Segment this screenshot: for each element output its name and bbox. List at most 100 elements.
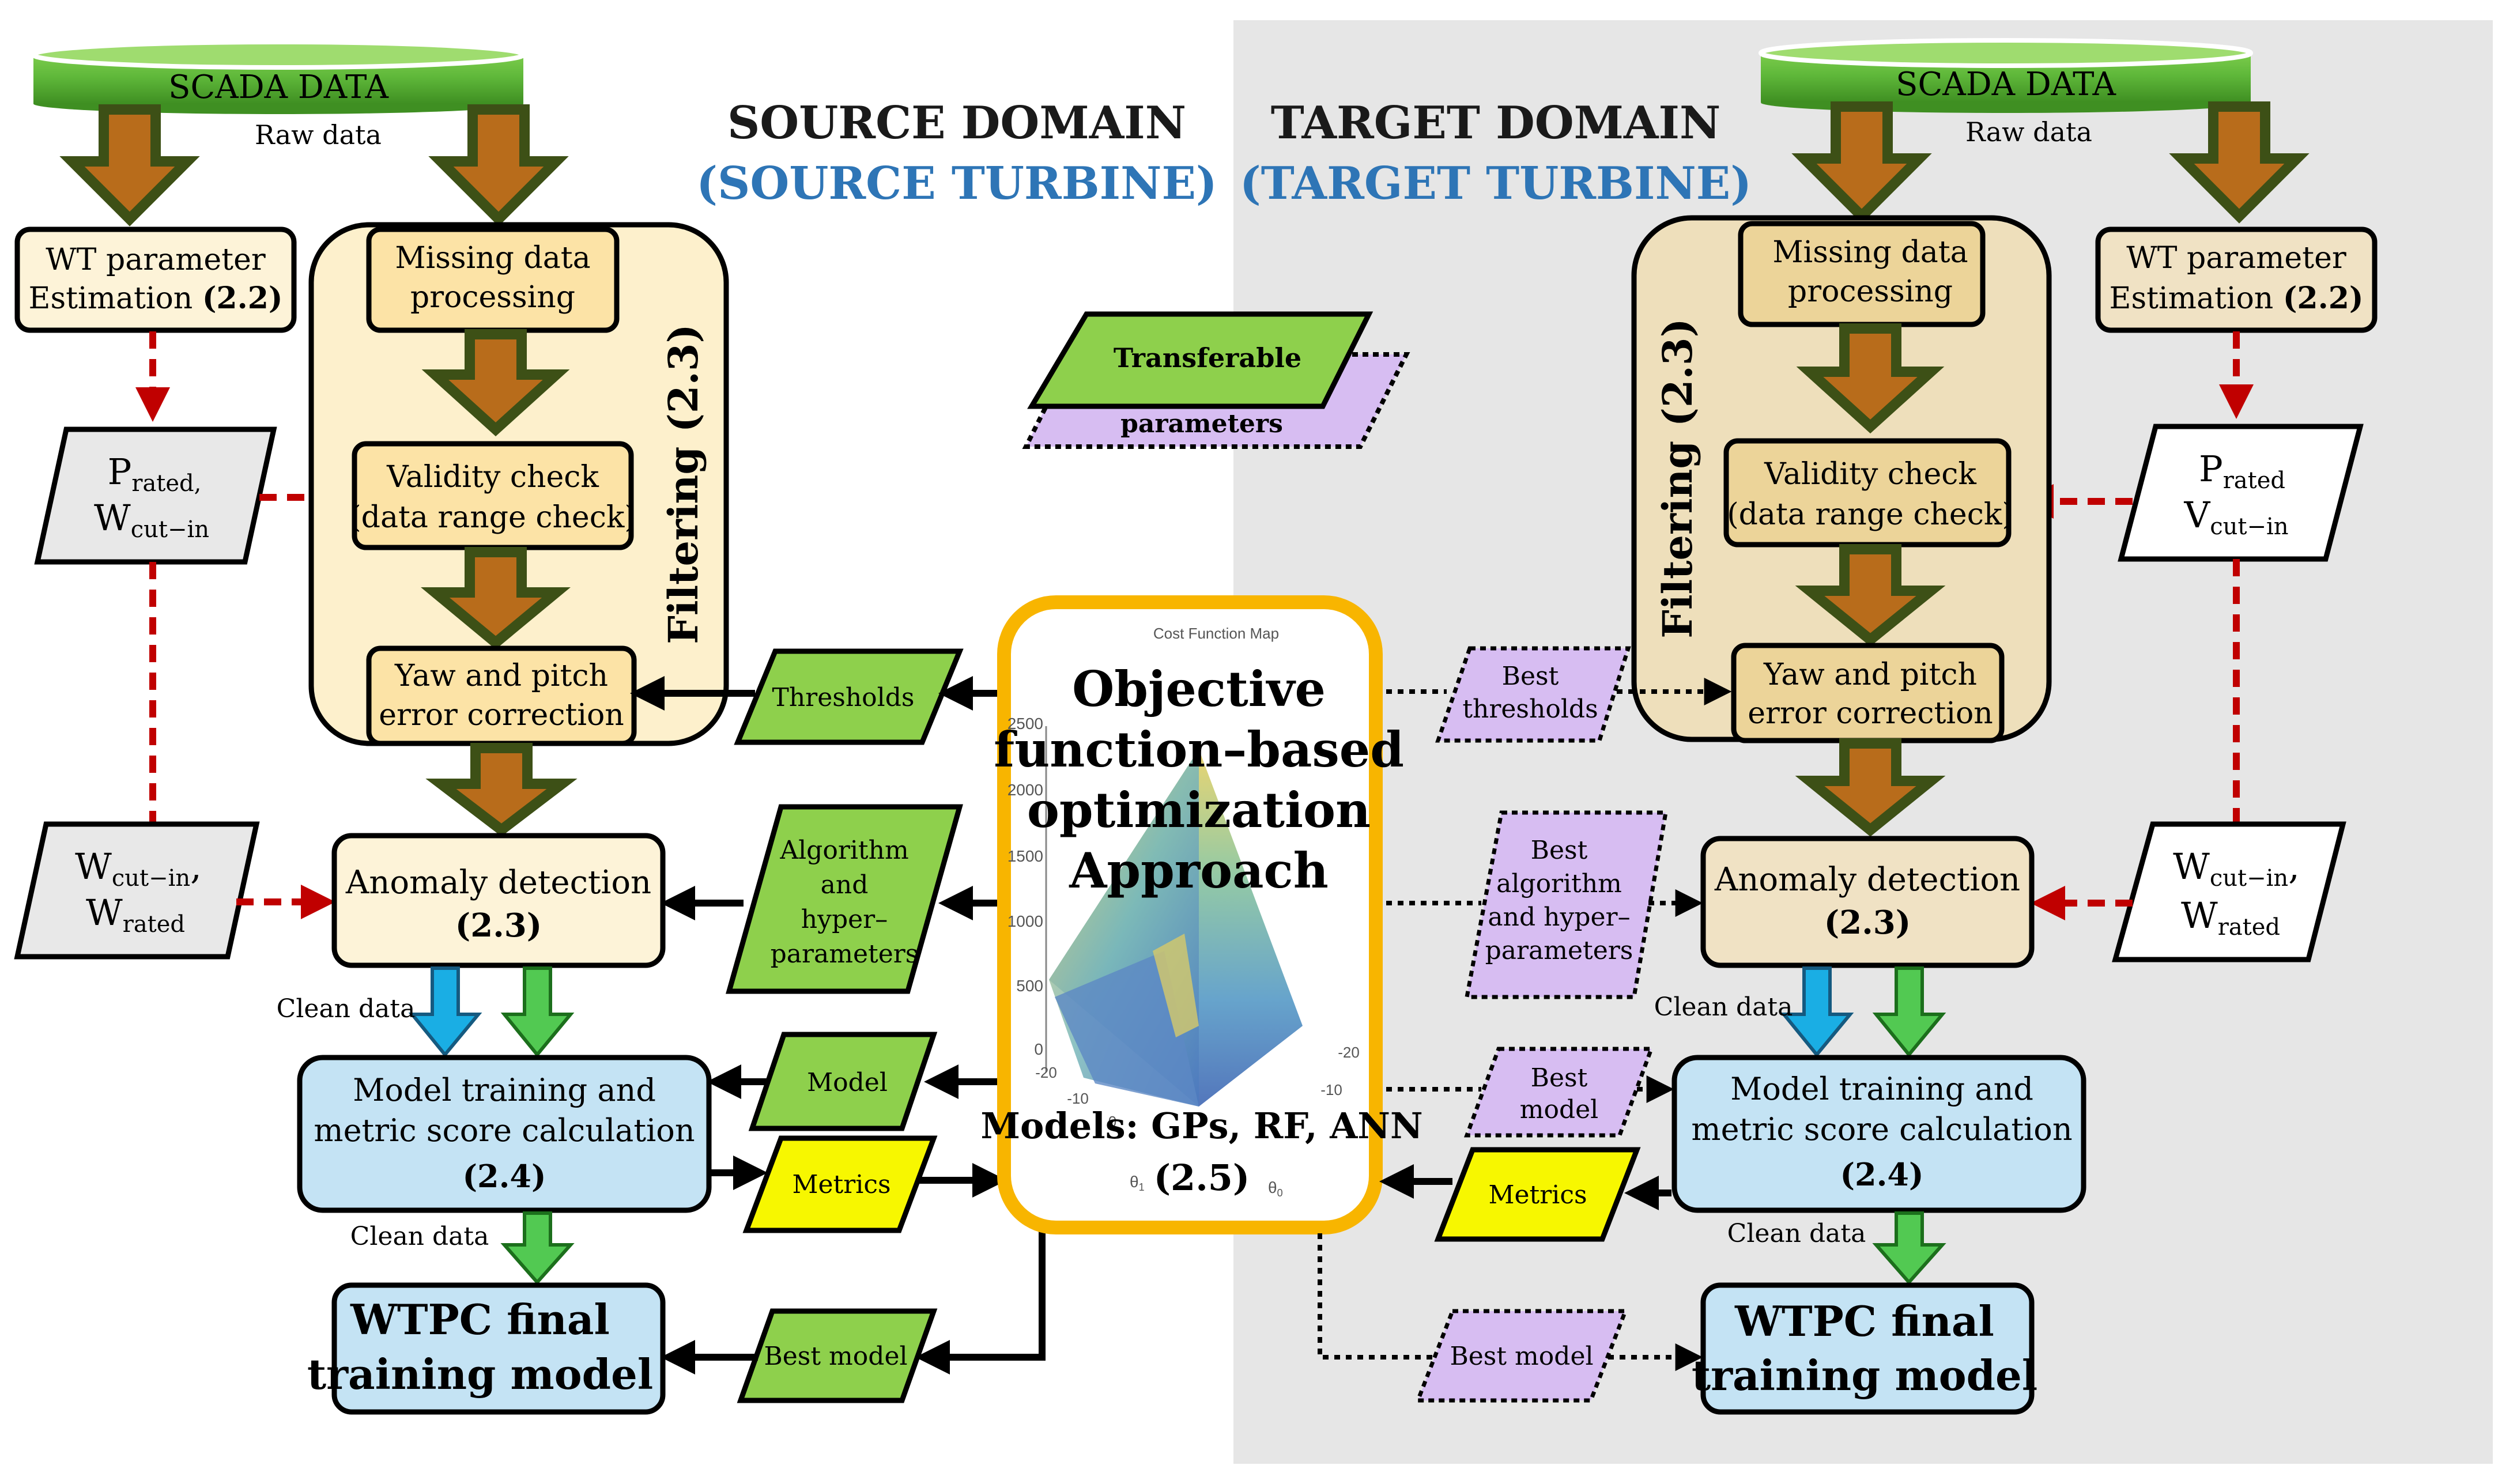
source-algorithm-line2: and xyxy=(821,870,869,900)
target-w2-cutin-label: Wcut−in, xyxy=(2173,845,2300,892)
source-metrics-parallelogram xyxy=(742,1135,938,1233)
models-ref: (2.5) xyxy=(1154,1157,1250,1199)
source-filter-to-anomaly-arrow xyxy=(425,743,578,837)
target-scada-label: SCADA DATA xyxy=(1896,66,2116,103)
source-wtpc-line1: WTPC final xyxy=(350,1295,610,1344)
target-anomaly-line1: Anomaly detection xyxy=(1714,861,2020,898)
source-wt-parameter-line1: WT parameter xyxy=(46,243,266,277)
source-algorithm-parallelogram xyxy=(726,804,963,994)
target-clean-data-1: Clean data xyxy=(1654,992,1793,1022)
source-missing-data-line1: Missing data xyxy=(395,241,590,275)
source-best-model-parallelogram xyxy=(737,1308,938,1403)
target-best-algorithm-line2: algorithm xyxy=(1496,869,1622,898)
source-scada-label: SCADA DATA xyxy=(168,69,388,106)
source-blue-arrow xyxy=(408,966,482,1058)
source-model-training-box xyxy=(297,1055,712,1213)
axis-theta0: θ0 xyxy=(1268,1179,1283,1199)
x-tick-right-2: -10 xyxy=(1320,1081,1342,1098)
x-tick-left-3: 0 xyxy=(1108,1113,1116,1130)
transferable-label: Transferable xyxy=(1114,342,1301,373)
objective-line4: Approach xyxy=(1069,842,1329,899)
z-tick-1500: 1500 xyxy=(1007,847,1043,865)
target-validity-line1: Validity check xyxy=(1764,457,1976,492)
source-anomaly-line1: Anomaly detection xyxy=(345,864,651,901)
target-w2-rated-label: Wrated xyxy=(2181,894,2280,941)
target-model-training-box xyxy=(1671,1055,2086,1213)
target-filtering-label: Filtering (2.3) xyxy=(1654,318,1701,638)
source-anomaly-line2: (2.3) xyxy=(455,907,542,945)
source-clean-data-1: Clean data xyxy=(277,994,416,1024)
z-tick-0: 0 xyxy=(1034,1040,1043,1058)
source-yaw-line2: error correction xyxy=(379,698,624,732)
target-prated-label: Prated xyxy=(2199,448,2285,494)
target-best-model-small-line1: Best xyxy=(1531,1063,1588,1093)
source-wt-parameter-box xyxy=(14,226,297,333)
target-best-model-small-line2: model xyxy=(1520,1095,1599,1124)
source-wcutin-label: Wcut−in xyxy=(94,497,209,543)
target-anomaly-line2: (2.3) xyxy=(1824,904,1911,942)
z-tick-2500: 2500 xyxy=(1007,715,1043,732)
target-green-arrow xyxy=(1872,966,1946,1058)
plot-title: Cost Function Map xyxy=(1153,625,1279,642)
target-missing-data-line1: Missing data xyxy=(1772,235,1968,270)
target-missing-data-line2: processing xyxy=(1788,274,1953,309)
target-best-thresholds-parallelogram xyxy=(1435,646,1631,743)
source-algorithm-line3: hyper– xyxy=(801,905,888,934)
source-validity-line1: Validity check xyxy=(386,460,599,494)
source-scada-arrow-left xyxy=(59,104,200,226)
objective-line1: Objective xyxy=(1072,660,1326,718)
target-turbine-heading: (TARGET TURBINE) xyxy=(1240,157,1752,210)
z-tick-2000: 2000 xyxy=(1007,781,1043,799)
source-green-arrow-2 xyxy=(500,1211,575,1285)
target-wtpc-box xyxy=(1700,1282,2035,1415)
source-prated-label: Prated, xyxy=(108,451,202,497)
target-best-thresholds-line1: Best xyxy=(1502,662,1559,691)
target-wtpc-line1: WTPC final xyxy=(1734,1297,1994,1346)
target-scada-arrow-left xyxy=(1791,101,1932,224)
source-model-training-line1: Model training and xyxy=(353,1072,656,1108)
target-dotted-best-model-connector xyxy=(1318,1233,1435,1360)
source-w2-cutin-label: Wcut−in, xyxy=(75,845,202,892)
target-best-thresholds-line2: thresholds xyxy=(1462,694,1598,724)
source-filter-arrow-2 xyxy=(421,547,571,650)
source-model-parallelogram xyxy=(748,1032,938,1131)
surface-ridge xyxy=(1153,934,1199,1037)
source-filtering-label: Filtering (2.3) xyxy=(659,324,707,644)
source-domain-heading: SOURCE DOMAIN xyxy=(727,97,1186,149)
target-vcutin-label: Vcut−in xyxy=(2183,494,2288,540)
objective-line3: optimization xyxy=(1027,781,1371,839)
target-clean-data-2: Clean data xyxy=(1727,1219,1866,1248)
target-wt-parameter-line1: WT parameter xyxy=(2126,241,2346,275)
source-algorithm-line4: parameters xyxy=(771,939,919,969)
x-tick-left-1: -20 xyxy=(1035,1064,1057,1081)
target-best-model-label: Best model xyxy=(1450,1342,1593,1371)
target-wtpc-line2: training model xyxy=(1692,1351,2037,1400)
parameters-label: parameters xyxy=(1120,409,1283,439)
source-model-label: Model xyxy=(807,1068,888,1097)
source-prated-parallelogram xyxy=(34,426,277,565)
objective-line2: function–based xyxy=(994,721,1404,778)
transferable-params-green xyxy=(1027,311,1373,409)
z-tick-500: 500 xyxy=(1016,977,1043,995)
z-tick-1000: 1000 xyxy=(1007,912,1043,930)
target-yaw-line1: Yaw and pitch xyxy=(1763,658,1977,692)
target-filter-arrow-1 xyxy=(1796,323,1945,434)
source-wcutin-wrated-parallelogram xyxy=(14,821,260,960)
target-best-model-small-parallelogram xyxy=(1463,1047,1655,1138)
models-label: Models: GPs, RF, ANN xyxy=(980,1105,1422,1147)
source-green-arrow xyxy=(500,966,575,1058)
source-scada-data-database: SCADA DATA xyxy=(31,40,526,114)
target-wt-parameter-box xyxy=(2095,226,2378,333)
source-thresholds-label: Thresholds xyxy=(772,683,915,712)
source-validity-line2: (data range check) xyxy=(349,500,636,535)
target-raw-data-label: Raw data xyxy=(1965,116,2092,148)
target-filter-to-anomaly-arrow xyxy=(1795,738,1946,837)
source-best-model-connector xyxy=(915,1230,1046,1375)
target-best-model-parallelogram xyxy=(1414,1309,1629,1403)
source-raw-data-label: Raw data xyxy=(255,119,382,150)
target-metrics-parallelogram xyxy=(1434,1147,1641,1242)
source-scada-arrow-right xyxy=(428,104,569,226)
source-clean-data-2: Clean data xyxy=(350,1222,489,1251)
axis-theta1: θ1 xyxy=(1130,1173,1145,1193)
